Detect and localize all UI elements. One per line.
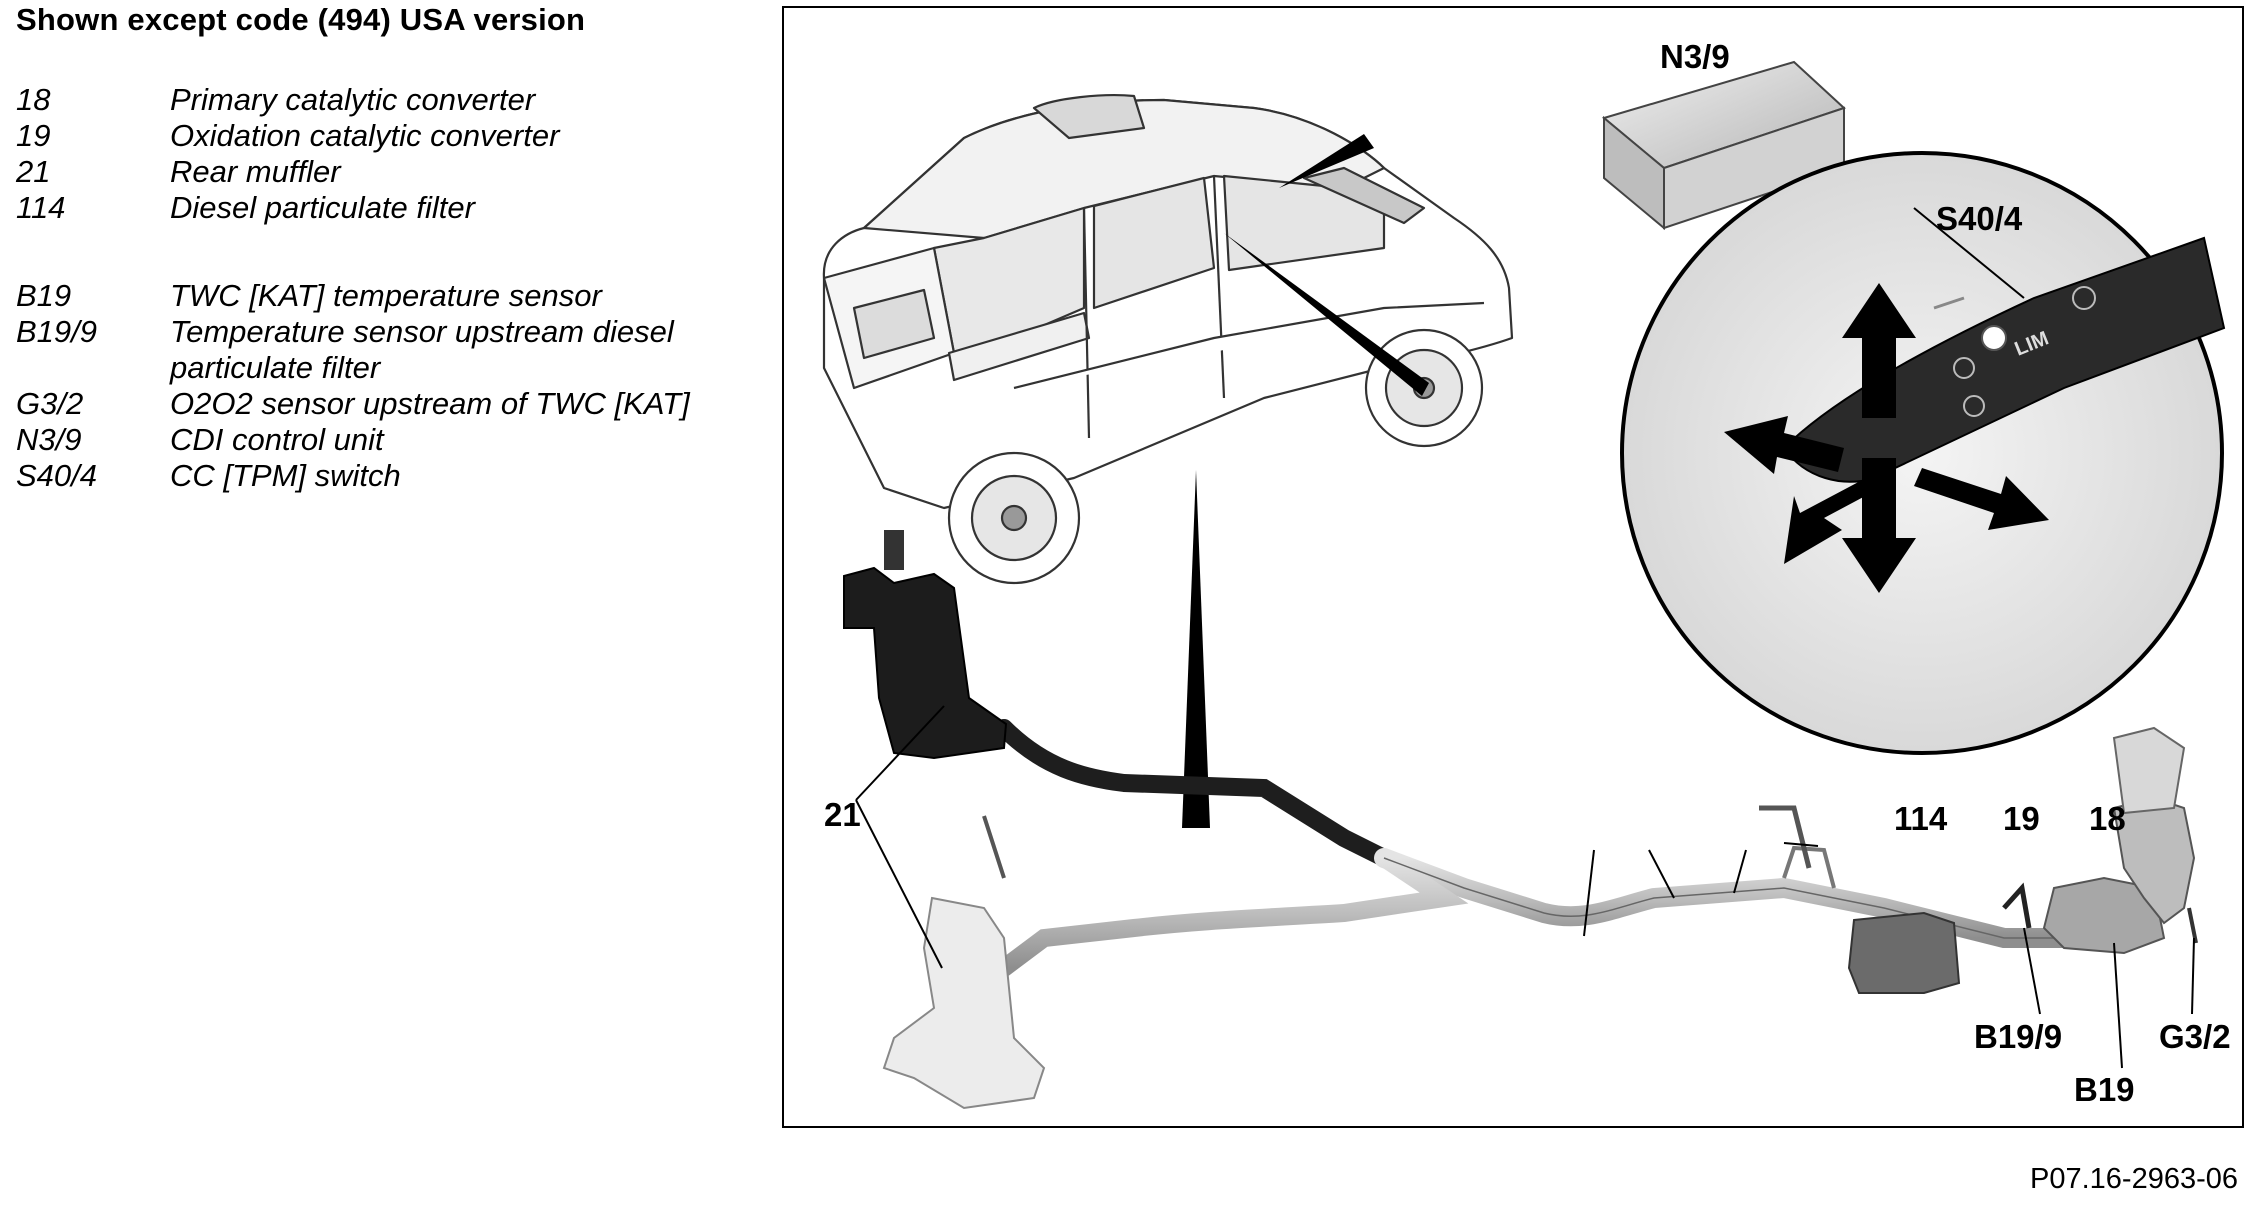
legend-code: G3/2: [16, 386, 84, 421]
component-legend: 18 Primary catalytic converter 19 Oxidat…: [16, 82, 736, 494]
diagram-frame: N3/9 LIM S40/4: [782, 6, 2244, 1128]
callout-leaders: [855, 705, 2195, 1069]
legend-item: 114 Diesel particulate filter: [16, 190, 736, 226]
arrow-pull-icon: [1784, 478, 1884, 564]
arrow-down-icon: [1842, 458, 1916, 593]
legend-code: B19: [16, 278, 72, 313]
legend-code: 19: [16, 118, 51, 153]
legend-item: 19 Oxidation catalytic converter: [16, 118, 736, 154]
legend-description: Diesel particulate filter: [170, 190, 475, 225]
legend-description: O2O2 sensor upstream of TWC [KAT]: [170, 386, 690, 421]
callout-s40-4: S40/4: [1936, 200, 2023, 237]
legend-description: CDI control unit: [170, 422, 384, 457]
legend-code: 21: [16, 154, 51, 189]
movement-arrows: [1724, 283, 2049, 593]
callout-b19-9: B19/9: [1974, 1018, 2062, 1055]
legend-description: Primary catalytic converter: [170, 82, 536, 117]
callout-114: 114: [1894, 800, 1948, 837]
legend-code: 18: [16, 82, 51, 117]
callout-b19: B19: [2074, 1071, 2135, 1108]
legend-item: B19/9 Temperature sensor upstream diesel…: [16, 314, 736, 386]
legend-code: N3/9: [16, 422, 82, 457]
arrow-right-icon: [1914, 468, 2049, 530]
callout-18: 18: [2089, 800, 2126, 837]
callout-n3-9: N3/9: [1660, 38, 1730, 75]
legend-code: S40/4: [16, 458, 98, 493]
reference-code: P07.16-2963-06: [2030, 1163, 2238, 1195]
arrow-left-icon: [1724, 416, 1844, 474]
legend-item: G3/2 O2O2 sensor upstream of TWC [KAT]: [16, 386, 736, 422]
legend-code: 114: [16, 190, 66, 225]
legend-description: TWC [KAT] temperature sensor: [170, 278, 602, 313]
legend-description: Rear muffler: [170, 154, 341, 189]
arrow-up-icon: [1842, 283, 1916, 418]
diagram-canvas: N3/9 LIM S40/4: [822, 38, 2231, 1110]
diagram-heading: Shown except code (494) USA version: [16, 2, 586, 37]
legend-item: 21 Rear muffler: [16, 154, 736, 190]
switch-zoom-view: LIM: [1620, 151, 2226, 755]
legend-description: CC [TPM] switch: [170, 458, 401, 493]
exhaust-system: [843, 530, 2198, 1110]
callout-19: 19: [2003, 800, 2040, 837]
legend-description: Temperature sensor upstream diesel parti…: [170, 314, 674, 385]
legend-item: B19 TWC [KAT] temperature sensor: [16, 278, 736, 314]
legend-item: 18 Primary catalytic converter: [16, 82, 736, 118]
callout-g3-2: G3/2: [2159, 1018, 2231, 1055]
legend-item: S40/4 CC [TPM] switch: [16, 458, 736, 494]
ecu-leader: [1279, 134, 1374, 188]
switch-leader: [1224, 233, 1429, 396]
vehicle-illustration: [822, 94, 1514, 585]
legend-code: B19/9: [16, 314, 98, 349]
callout-21: 21: [824, 796, 861, 833]
legend-description: Oxidation catalytic converter: [170, 118, 560, 153]
legend-item: N3/9 CDI control unit: [16, 422, 736, 458]
exhaust-leader: [1182, 470, 1210, 828]
